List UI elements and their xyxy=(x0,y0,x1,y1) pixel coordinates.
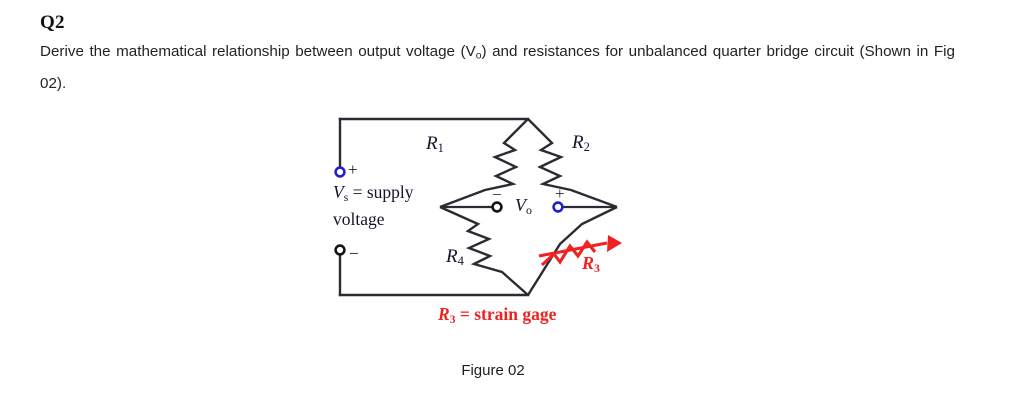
r3-arrow-shaft xyxy=(538,241,608,258)
label-r1-subscript: 1 xyxy=(437,141,444,156)
terminal-source-negative xyxy=(334,244,346,256)
branch-r2 xyxy=(527,118,618,209)
label-r3: R3 xyxy=(582,253,600,275)
label-r4-symbol: R xyxy=(446,246,458,267)
label-supply-text: = supply xyxy=(348,182,414,202)
question-number: Q2 xyxy=(40,12,65,33)
label-vo: Vo xyxy=(515,195,532,217)
question-block: Q2 Derive the mathematical relationship … xyxy=(40,12,960,98)
label-r1: R1 xyxy=(426,134,444,155)
terminal-output-positive xyxy=(552,201,564,213)
label-vo-symbol: V xyxy=(515,195,526,215)
circuit-schematic-svg xyxy=(334,117,622,297)
sign-output-positive: + xyxy=(555,184,565,203)
question-prompt-part1: Derive the mathematical relationship bet… xyxy=(40,43,476,60)
question-prompt: Derive the mathematical relationship bet… xyxy=(40,38,955,98)
branch-r4 xyxy=(439,205,529,296)
strain-gage-note-text: = strain gage xyxy=(455,304,557,324)
terminal-source-positive xyxy=(334,166,346,178)
label-r1-symbol: R xyxy=(426,133,438,154)
label-r4: R4 xyxy=(446,247,464,268)
label-supply-voltage: Vs = supply voltage xyxy=(333,182,414,230)
sign-output-negative: − xyxy=(492,185,502,204)
sign-source-positive: + xyxy=(348,160,358,179)
label-supply-subscript: s xyxy=(343,191,349,204)
label-supply-text-line2: voltage xyxy=(333,208,385,229)
figure-caption-row: Figure 02 xyxy=(0,362,1024,379)
label-r2-subscript: 2 xyxy=(583,140,590,155)
label-r3-subscript: 3 xyxy=(594,260,600,275)
sign-source-negative: − xyxy=(349,244,359,263)
label-r4-subscript: 4 xyxy=(457,254,464,269)
strain-gage-note-subscript: 3 xyxy=(449,313,456,326)
question-prompt-subscript: o xyxy=(475,50,482,62)
branch-r1 xyxy=(439,118,529,209)
label-r2-symbol: R xyxy=(572,132,584,153)
strain-gage-r3 xyxy=(538,239,608,267)
terminal-output-negative xyxy=(491,201,503,213)
question-prompt-part2: ) and resistances for unbalanced quarter… xyxy=(40,43,955,93)
figure-caption: Figure 02 xyxy=(461,362,525,379)
label-supply-symbol: V xyxy=(333,182,344,202)
label-r3-symbol: R xyxy=(582,253,595,273)
label-vo-subscript: o xyxy=(526,202,532,217)
supply-wiring xyxy=(338,117,530,297)
label-r2: R2 xyxy=(572,133,590,154)
branch-r3-underlay xyxy=(526,205,618,296)
strain-gage-note-symbol: R xyxy=(438,304,450,324)
strain-gage-note: R3 = strain gage xyxy=(438,305,556,326)
r3-arrow-head xyxy=(607,235,622,252)
